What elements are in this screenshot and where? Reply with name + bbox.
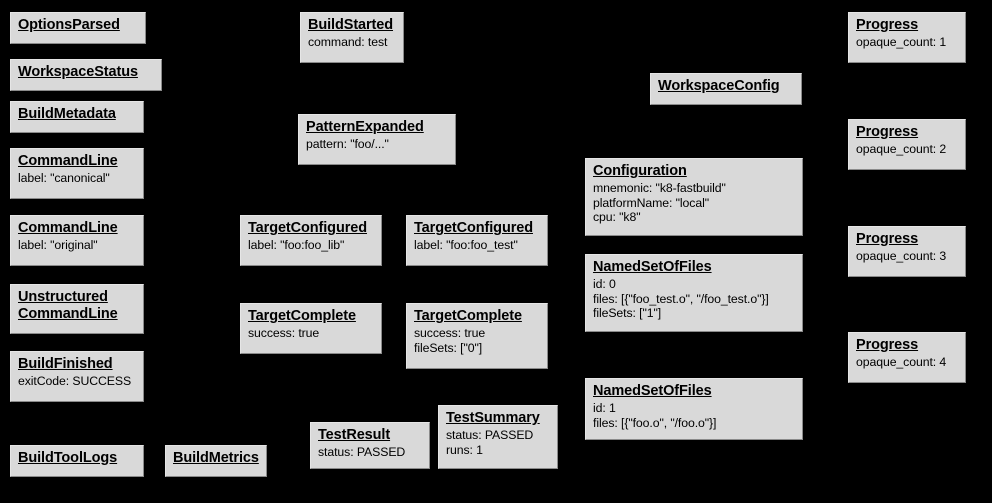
event-node-fields: exitCode: SUCCESS <box>18 374 132 388</box>
event-node-target-configured-foo-test[interactable]: TargetConfigured label: "foo:foo_test" <box>406 215 548 266</box>
event-node-title: OptionsParsed <box>18 17 120 33</box>
event-node-build-metrics[interactable]: BuildMetrics <box>165 445 267 477</box>
event-node-workspace-status[interactable]: WorkspaceStatus <box>10 59 162 91</box>
event-node-fields: id: 1 files: [{"foo.o", "/foo.o"}] <box>593 401 717 430</box>
event-node-fields: opaque_count: 2 <box>856 142 947 156</box>
event-node-build-finished[interactable]: BuildFinished exitCode: SUCCESS <box>10 351 144 402</box>
event-node-title: TestSummary <box>446 410 540 426</box>
event-node-title: TargetConfigured <box>248 220 367 236</box>
event-node-options-parsed[interactable]: OptionsParsed <box>10 12 146 44</box>
event-node-build-tool-logs[interactable]: BuildToolLogs <box>10 445 144 477</box>
event-node-fields: success: true <box>248 326 320 340</box>
event-node-title: WorkspaceConfig <box>658 78 780 94</box>
event-node-title: BuildMetrics <box>173 450 259 466</box>
event-node-fields: opaque_count: 3 <box>856 249 947 263</box>
event-node-progress-4[interactable]: Progress opaque_count: 4 <box>848 332 966 383</box>
event-node-title: NamedSetOfFiles <box>593 383 712 399</box>
event-node-fields: label: "original" <box>18 238 98 252</box>
event-node-title: Unstructured CommandLine <box>18 289 118 322</box>
event-node-title: Progress <box>856 124 919 140</box>
event-node-title: NamedSetOfFiles <box>593 259 712 275</box>
event-node-title: BuildToolLogs <box>18 450 118 466</box>
event-node-title: TargetComplete <box>414 308 522 324</box>
event-node-title: PatternExpanded <box>306 119 424 135</box>
event-node-command-line-canonical[interactable]: CommandLine label: "canonical" <box>10 148 144 199</box>
event-node-title: BuildMetadata <box>18 106 116 122</box>
event-node-fields: id: 0 files: [{"foo_test.o", "/foo_test.… <box>593 277 769 320</box>
event-node-pattern-expanded[interactable]: PatternExpanded pattern: "foo/..." <box>298 114 456 165</box>
event-node-title: CommandLine <box>18 153 118 169</box>
event-node-fields: opaque_count: 1 <box>856 35 947 49</box>
event-node-target-complete-foo-test[interactable]: TargetComplete success: true fileSets: ["… <box>406 303 548 369</box>
event-node-title: WorkspaceStatus <box>18 64 138 80</box>
event-node-title: Progress <box>856 231 919 247</box>
event-node-workspace-config[interactable]: WorkspaceConfig <box>650 73 802 105</box>
event-node-build-metadata[interactable]: BuildMetadata <box>10 101 144 133</box>
event-node-fields: mnemonic: "k8-fastbuild" platformName: "… <box>593 181 726 224</box>
event-node-title: BuildFinished <box>18 356 113 372</box>
event-node-title: TargetConfigured <box>414 220 533 236</box>
event-node-named-set-of-files-1[interactable]: NamedSetOfFiles id: 1 files: [{"foo.o", "… <box>585 378 803 440</box>
event-node-target-complete-foo-lib[interactable]: TargetComplete success: true <box>240 303 382 354</box>
event-node-title: Configuration <box>593 163 687 179</box>
event-node-title: TargetComplete <box>248 308 356 324</box>
event-node-test-result[interactable]: TestResult status: PASSED <box>310 422 430 469</box>
event-node-fields: opaque_count: 4 <box>856 355 947 369</box>
event-node-unstructured-command-line[interactable]: Unstructured CommandLine <box>10 284 144 334</box>
event-node-fields: command: test <box>308 35 388 49</box>
event-node-command-line-original[interactable]: CommandLine label: "original" <box>10 215 144 266</box>
event-node-title: CommandLine <box>18 220 118 236</box>
event-node-fields: label: "foo:foo_test" <box>414 238 518 252</box>
event-node-build-started[interactable]: BuildStarted command: test <box>300 12 404 63</box>
event-node-named-set-of-files-0[interactable]: NamedSetOfFiles id: 0 files: [{"foo_test.… <box>585 254 803 332</box>
event-node-configuration[interactable]: Configuration mnemonic: "k8-fastbuild" pl… <box>585 158 803 236</box>
event-node-fields: success: true fileSets: ["0"] <box>414 326 486 355</box>
event-node-title: Progress <box>856 17 919 33</box>
event-node-title: TestResult <box>318 427 391 443</box>
event-node-test-summary[interactable]: TestSummary status: PASSED runs: 1 <box>438 405 558 469</box>
event-node-progress-2[interactable]: Progress opaque_count: 2 <box>848 119 966 170</box>
event-node-title: Progress <box>856 337 919 353</box>
event-node-progress-1[interactable]: Progress opaque_count: 1 <box>848 12 966 63</box>
event-node-fields: status: PASSED <box>318 445 406 459</box>
event-node-title: BuildStarted <box>308 17 394 33</box>
event-node-fields: status: PASSED runs: 1 <box>446 428 534 457</box>
event-node-target-configured-foo-lib[interactable]: TargetConfigured label: "foo:foo_lib" <box>240 215 382 266</box>
event-node-progress-3[interactable]: Progress opaque_count: 3 <box>848 226 966 277</box>
event-node-fields: label: "foo:foo_lib" <box>248 238 345 252</box>
event-node-fields: label: "canonical" <box>18 171 110 185</box>
event-node-fields: pattern: "foo/..." <box>306 137 389 151</box>
